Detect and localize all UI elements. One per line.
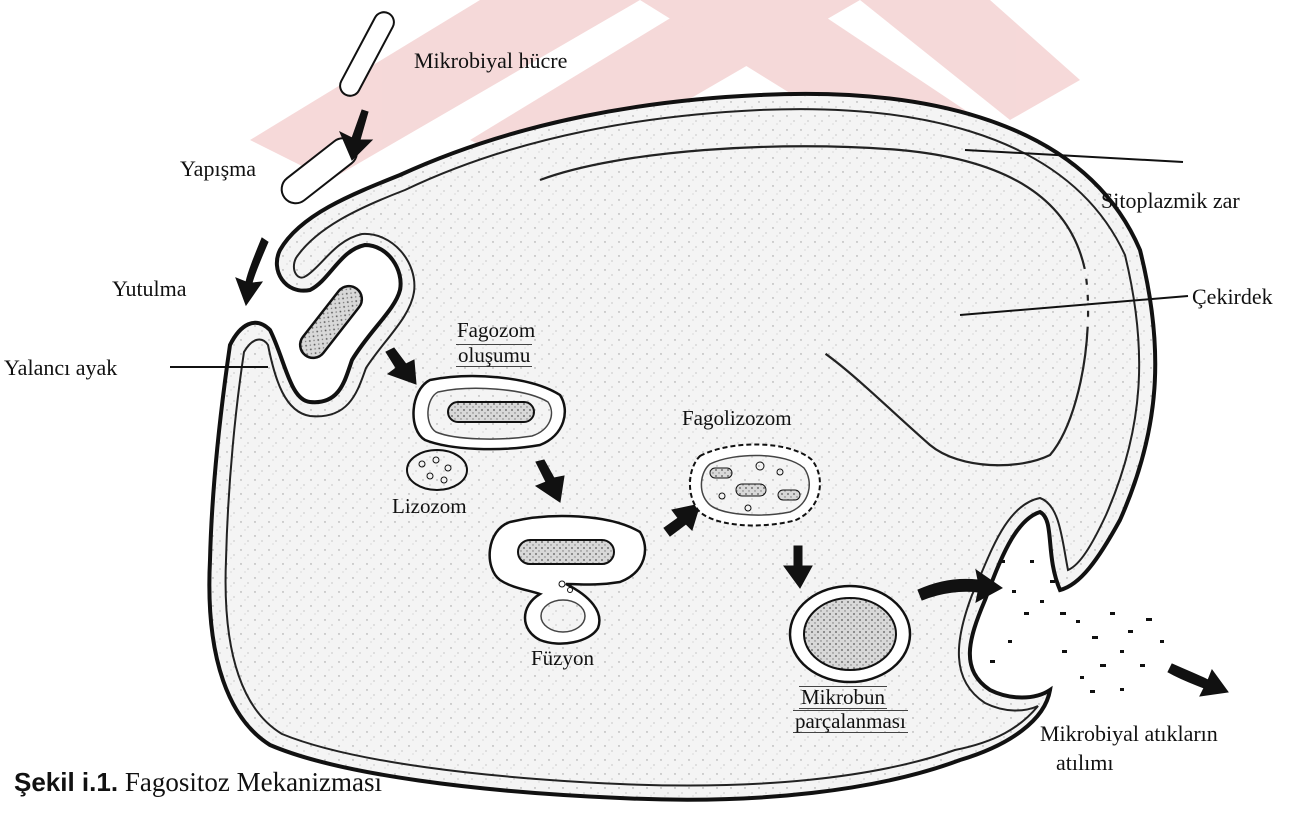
label-microbial-cell: Mikrobiyal hücre [414,50,567,72]
label-phagolysosome: Fagolizozom [682,408,792,429]
lysosome [407,450,467,490]
label-lysosome: Lizozom [392,496,467,517]
label-ingestion: Yutulma [112,278,187,300]
digested-microbe [790,586,910,682]
label-nucleus: Çekirdek [1192,286,1273,308]
label-microbe-digestion-line2: parçalanması [793,710,908,733]
label-microbe-digestion-line1: Mikrobun [799,686,887,709]
cell-membrane [209,94,1155,800]
label-phagosome-formation-line1: Fagozom [457,320,535,341]
label-waste-line2: atılımı [1056,752,1113,774]
label-adhesion: Yapışma [180,158,256,180]
label-fusion: Füzyon [531,648,594,669]
label-waste-line1: Mikrobiyal atıkların [1040,723,1218,745]
figure-caption: Şekil i.1. Fagositoz Mekanizması [14,767,382,798]
label-phagosome-formation-line2: oluşumu [456,344,532,367]
label-cytoplasmic-membrane: Sitoplazmik zar [1101,190,1240,212]
phagosome [414,376,565,449]
figure-title: Fagositoz Mekanizması [125,767,382,797]
label-pseudopod: Yalancı ayak [4,357,117,379]
phagolysosome [690,444,820,525]
figure-number: Şekil i.1. [14,767,118,797]
